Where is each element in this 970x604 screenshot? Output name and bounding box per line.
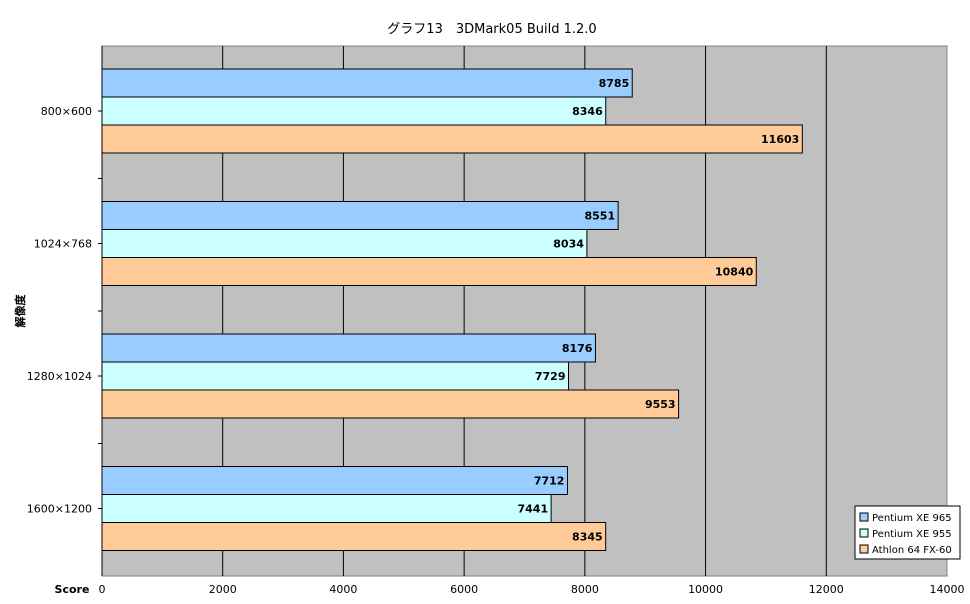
category-label: 1600×1200 — [27, 503, 92, 516]
x-tick-label: 10000 — [688, 583, 723, 596]
bar-value-label: 11603 — [761, 133, 799, 146]
bar — [101, 201, 619, 230]
category-label: 800×600 — [41, 105, 92, 118]
bar — [101, 522, 607, 551]
data-labels: 8785 8346 11603 8551 8034 10840 8176 7729 9553 77… — [517, 77, 799, 544]
x-tick-label: 14000 — [930, 583, 965, 596]
bar — [101, 333, 596, 363]
x-axis-title: Score — [55, 583, 90, 596]
bars — [101, 68, 803, 551]
bar-value-label: 8551 — [584, 210, 615, 223]
legend-label: Pentium XE 965 — [872, 513, 952, 524]
bar — [101, 361, 570, 391]
legend-swatch — [859, 544, 869, 554]
bar — [101, 96, 607, 126]
bar — [101, 68, 633, 98]
bar-value-label: 8176 — [562, 342, 593, 355]
legend-box — [854, 505, 961, 560]
bar — [101, 389, 680, 419]
x-tick-label: 8000 — [571, 583, 599, 596]
bar — [101, 229, 588, 258]
y-axis-title: 解像度 — [13, 294, 27, 328]
bar-value-label: 7712 — [534, 475, 565, 488]
bar-value-label: 8345 — [572, 531, 603, 544]
bar-value-label: 9553 — [645, 398, 676, 411]
legend-swatch — [859, 512, 869, 522]
bar-value-label: 10840 — [715, 266, 754, 279]
bar — [101, 494, 552, 523]
category-label: 1024×768 — [34, 238, 92, 251]
bar-value-label: 7729 — [535, 370, 566, 383]
bar-value-label: 8346 — [572, 105, 603, 118]
bar-value-label: 8785 — [599, 77, 630, 90]
bar-value-label: 8034 — [553, 238, 584, 251]
x-tick-label: 6000 — [450, 583, 478, 596]
y-axis: 800×600 1024×768 1280×1024 1600×1200 — [27, 46, 103, 576]
x-tick-label: 2000 — [209, 583, 237, 596]
x-tick-label: 0 — [99, 583, 106, 596]
chart-title: グラフ13 3DMark05 Build 1.2.0 — [387, 22, 596, 37]
legend-swatch — [859, 528, 869, 538]
bar — [101, 257, 757, 286]
bar — [101, 124, 803, 154]
x-tick-label: 12000 — [809, 583, 844, 596]
x-axis: 0 2000 4000 6000 8000 10000 12000 14000 — [99, 583, 965, 596]
bar-value-label: 7441 — [517, 503, 548, 516]
category-label: 1280×1024 — [27, 370, 92, 383]
legend-label: Athlon 64 FX-60 — [872, 545, 952, 556]
x-tick-label: 4000 — [329, 583, 357, 596]
legend-label: Pentium XE 955 — [872, 529, 952, 540]
bar — [101, 466, 568, 495]
